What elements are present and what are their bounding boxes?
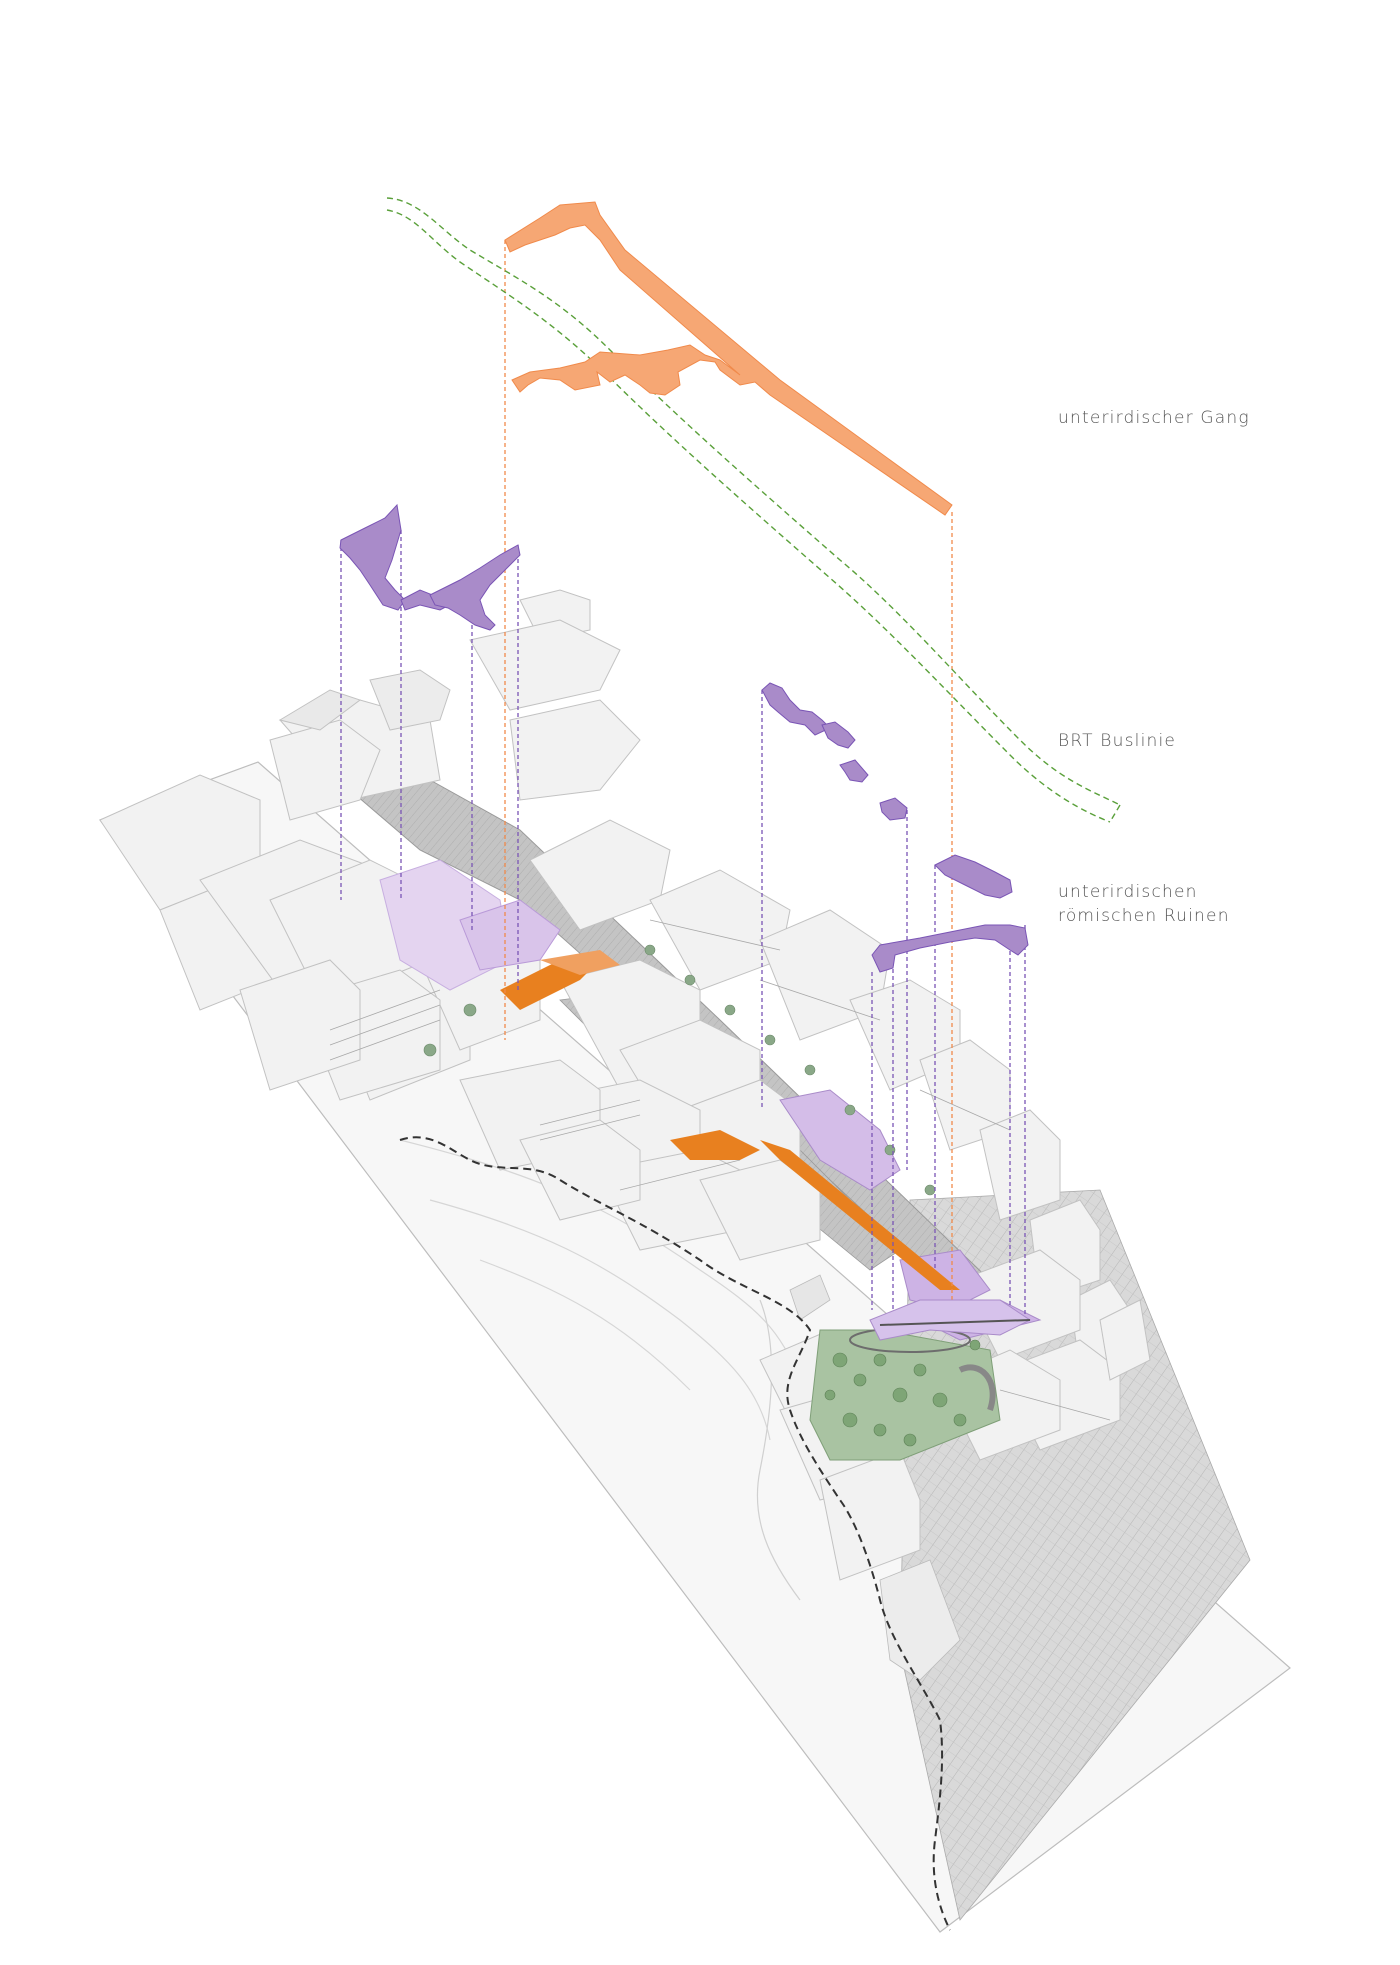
ruins-label-line2: römischen Ruinen [1058, 906, 1230, 926]
bus-line-label: BRT Buslinie [1058, 731, 1177, 751]
tunnel-label: unterirdischer Gang [1058, 408, 1250, 428]
dashed-boundary [399, 1136, 951, 1931]
walkway-bridge [869, 1299, 1031, 1341]
brt-bus-line [386, 197, 1121, 823]
tunnel-ground-trace [500, 950, 960, 1290]
leader-lines [340, 240, 1026, 1320]
building-masses [99, 589, 1151, 1581]
street-trees [423, 944, 936, 1196]
ruins-label-line1: unterirdischen [1058, 882, 1198, 902]
tunnel-floating [504, 201, 953, 516]
ruins-floating [339, 503, 1029, 973]
ruins-label: unterirdischen römischen Ruinen [1058, 880, 1230, 928]
